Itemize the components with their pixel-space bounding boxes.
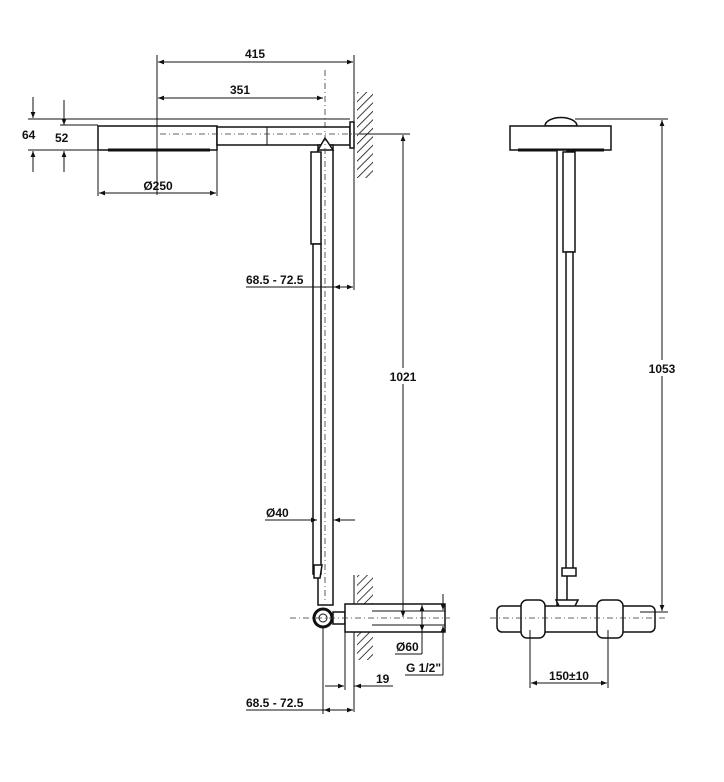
hand-shower-hose	[312, 243, 322, 575]
dim-thread: G 1/2"	[406, 661, 441, 675]
dim-wall-offset-bottom: 68.5 - 72.5	[246, 696, 304, 710]
wall-flange	[344, 603, 446, 633]
dim-52: 52	[55, 131, 69, 145]
dim-351: 351	[230, 83, 250, 97]
shower-arm	[216, 126, 351, 146]
dim-head-diameter: Ø250	[143, 179, 173, 193]
dim-flange-diameter: Ø60	[396, 640, 419, 654]
dim-64: 64	[22, 128, 36, 142]
side-view: 415 351 64 52 Ø250 68.5 - 72.5 1021 Ø40	[22, 47, 450, 714]
dim-1053: 1053	[649, 362, 676, 376]
dim-1021: 1021	[390, 370, 417, 384]
valve-knob-left	[520, 599, 546, 639]
front-view: 1053 150±10	[490, 116, 677, 688]
dim-pipe-diameter: Ø40	[266, 506, 289, 520]
shower-head-front	[509, 125, 612, 151]
wall-hatch-top	[357, 92, 373, 178]
hand-shower	[310, 151, 322, 245]
hand-shower-front	[562, 151, 576, 253]
dim-19: 19	[376, 672, 390, 686]
dim-415: 415	[245, 47, 265, 61]
dim-wall-offset-top: 68.5 - 72.5	[246, 273, 304, 287]
dim-inlet-spacing: 150±10	[549, 669, 589, 683]
valve-knob-right	[596, 599, 624, 639]
